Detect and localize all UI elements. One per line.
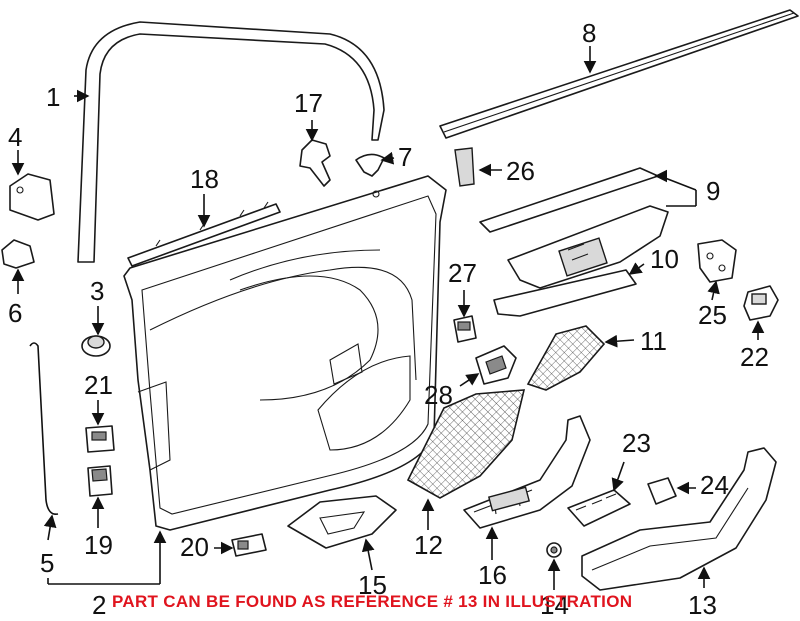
callout-23: 23 [622, 428, 651, 458]
part-26-clip [454, 147, 475, 187]
callout-20: 20 [180, 532, 209, 562]
callout-8: 8 [582, 18, 596, 48]
part-9-upper-trim [479, 167, 669, 289]
part-8-belt-molding [439, 9, 799, 139]
callout-3: 3 [90, 276, 104, 306]
callout-25: 25 [698, 300, 727, 330]
part-24-switch [647, 477, 677, 505]
callout-1: 1 [46, 82, 60, 112]
part-19-cover [87, 465, 113, 497]
callout-7: 7 [398, 142, 412, 172]
callout-10: 10 [650, 244, 679, 274]
callout-17: 17 [294, 88, 323, 118]
part-23-switch-assembly [567, 489, 631, 527]
callout-24: 24 [700, 470, 729, 500]
callout-16: 16 [478, 560, 507, 590]
callout-19: 19 [84, 530, 113, 560]
part-10-armrest-pad [493, 269, 637, 317]
callout-12: 12 [414, 530, 443, 560]
door-trim-panel [123, 175, 447, 531]
callout-14: 14 [540, 590, 569, 620]
part-5-seal-strip [29, 342, 59, 516]
callout-26: 26 [506, 156, 535, 186]
part-4-bracket [9, 173, 55, 221]
callout-28: 28 [424, 380, 453, 410]
part-12-mesh-pocket [406, 389, 526, 499]
callout-4: 4 [8, 122, 22, 152]
part-7-plug [355, 153, 385, 177]
callout-labels: 1 2 3 4 5 6 7 8 9 10 11 12 13 14 15 16 1… [8, 18, 769, 620]
callout-5: 5 [40, 548, 54, 578]
part-20-lamp [231, 533, 267, 557]
part-1-window-frame-trim [77, 21, 385, 263]
part-13-armrest [581, 447, 777, 591]
leader-lines [11, 46, 765, 590]
callout-22: 22 [740, 342, 769, 372]
callout-13: 13 [688, 590, 717, 620]
reference-notice: PART CAN BE FOUND AS REFERENCE # 13 IN I… [112, 592, 633, 611]
callout-6: 6 [8, 298, 22, 328]
part-3-fastener [81, 335, 111, 357]
part-21-switch [85, 425, 115, 453]
callout-27: 27 [448, 258, 477, 288]
callout-15: 15 [358, 570, 387, 600]
callout-2: 2 [92, 590, 106, 620]
part-25-bracket [697, 239, 737, 283]
part-28-bezel [475, 345, 517, 385]
callout-21: 21 [84, 370, 113, 400]
part-14-screw [546, 542, 562, 558]
part-16-armrest-bracket [463, 415, 591, 529]
part-17-bracket [299, 139, 331, 187]
callout-9: 9 [706, 176, 720, 206]
part-22-switch [743, 285, 779, 321]
callout-18: 18 [190, 164, 219, 194]
part-11-mesh [526, 325, 606, 391]
part-27-switch [453, 315, 477, 343]
callout-11: 11 [640, 326, 667, 356]
part-6-clip [1, 239, 35, 269]
part-15-pocket [287, 495, 397, 549]
